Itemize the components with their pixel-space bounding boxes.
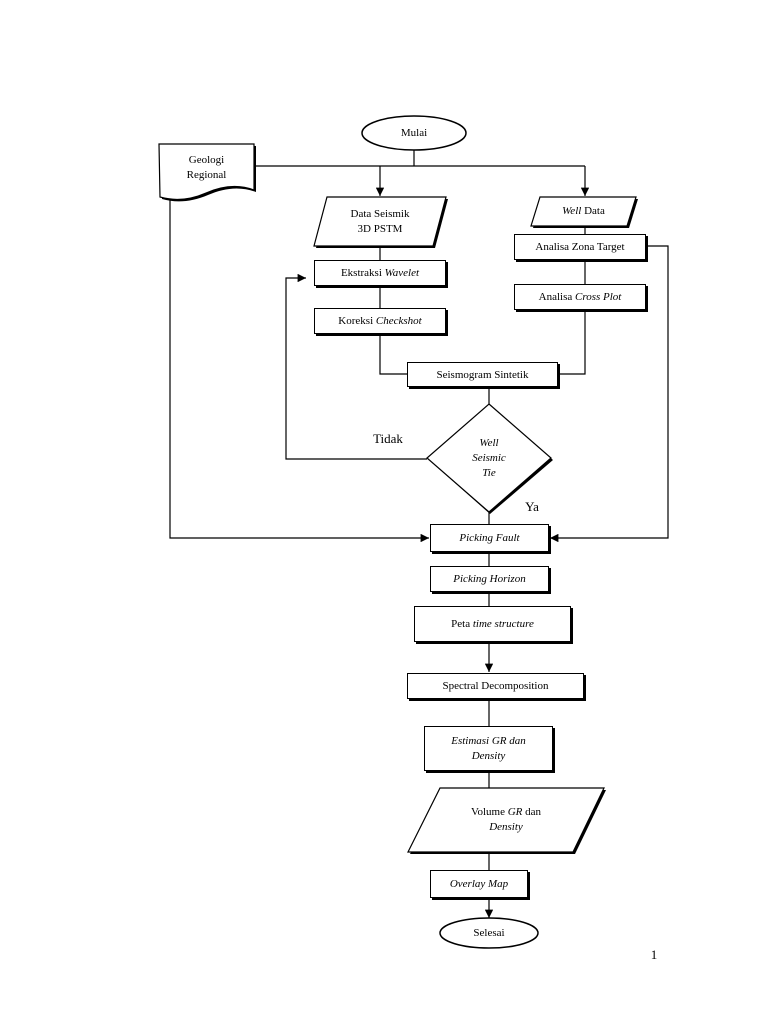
connector-crossplot-to-synthetic (558, 310, 586, 375)
synthetic-text: Seismogram Sintetik (436, 368, 529, 381)
wavelet-box: Ekstraksi Wavelet (314, 260, 446, 286)
target-zone-box: Analisa Zona Target (514, 234, 646, 260)
edge-label-yes-text: Ya (525, 499, 539, 514)
wavelet-text: Ekstraksi (340, 267, 382, 279)
target-zone-text: Analisa Zona Target (535, 241, 625, 253)
seismic-data-shape (313, 196, 447, 247)
estimation-box: Estimasi GR dan Density (424, 726, 553, 771)
geology-line-2: Regional (186, 169, 227, 181)
estimation-line-2: Density (471, 749, 506, 762)
well-data-italic: Well (562, 205, 582, 217)
volume-text-1: Volume (470, 806, 505, 818)
arrow-geology-to-fault (169, 199, 429, 543)
arrow-no-loop-to-wavelet (285, 273, 427, 460)
picking-horizon-text: Picking Horizon (453, 573, 526, 585)
start-label: Mulai (362, 116, 466, 150)
decision-line-2: Seismic (472, 451, 506, 464)
seismic-data-line-2: 3D PSTM (357, 222, 403, 235)
end-text: Selesai (473, 926, 505, 939)
edge-label-no: Tidak (366, 430, 410, 448)
page-number: 1 (646, 947, 662, 963)
decision-line-1: Well (479, 436, 499, 449)
checkshot-italic: Checkshot (375, 315, 422, 327)
spectral-box: Spectral Decomposition (407, 673, 584, 699)
connector-checkshot-to-synthetic (379, 334, 407, 375)
end-label: Selesai (440, 918, 538, 948)
time-structure-text: Peta (451, 618, 471, 630)
volume-shape (407, 787, 605, 853)
picking-horizon-box: Picking Horizon (430, 566, 549, 592)
picking-fault-text: Picking Fault (459, 532, 520, 544)
edge-label-yes: Ya (520, 499, 544, 515)
well-data-label: Well Data (531, 197, 636, 226)
arrow-target-to-fault (550, 245, 669, 543)
volume-label: Volume GR dan Density (408, 788, 604, 852)
picking-fault-box: Picking Fault (430, 524, 549, 552)
volume-italic-1: GR (507, 806, 523, 818)
overlay-text: Overlay Map (449, 878, 509, 890)
geology-label: Geologi Regional (159, 148, 254, 188)
decision-diamond (426, 403, 552, 513)
cross-plot-italic: Cross Plot (575, 291, 622, 303)
synthetic-box: Seismogram Sintetik (407, 362, 558, 387)
seismic-data-line-1: Data Seismik (350, 207, 410, 220)
cross-plot-text: Analisa (538, 291, 573, 303)
overlay-box: Overlay Map (430, 870, 528, 898)
volume-text-2: dan (525, 806, 542, 818)
start-terminator (361, 115, 467, 151)
spectral-text: Spectral Decomposition (442, 680, 549, 692)
decision-label: Well Seismic Tie (440, 430, 538, 486)
checkshot-box: Koreksi Checkshot (314, 308, 446, 334)
seismic-data-label: Data Seismik 3D PSTM (314, 197, 446, 246)
well-data-shape (530, 196, 637, 227)
end-terminator (439, 917, 539, 949)
time-structure-box: Peta time structure (414, 606, 571, 642)
time-structure-italic: time structure (472, 618, 534, 630)
well-data-text: Data (584, 205, 605, 217)
decision-line-3: Tie (482, 466, 496, 479)
checkshot-text: Koreksi (338, 315, 374, 327)
edge-label-no-text: Tidak (373, 431, 403, 446)
page-number-text: 1 (650, 947, 658, 962)
start-text: Mulai (400, 126, 428, 139)
volume-line-2: Density (489, 821, 523, 833)
geology-document-shape (158, 143, 255, 200)
geology-line-1: Geologi (188, 154, 225, 166)
estimation-line-1: Estimasi GR dan (451, 734, 526, 747)
cross-plot-box: Analisa Cross Plot (514, 284, 646, 310)
wavelet-italic: Wavelet (384, 267, 420, 279)
volume-line-1: Volume GR dan (471, 805, 541, 820)
